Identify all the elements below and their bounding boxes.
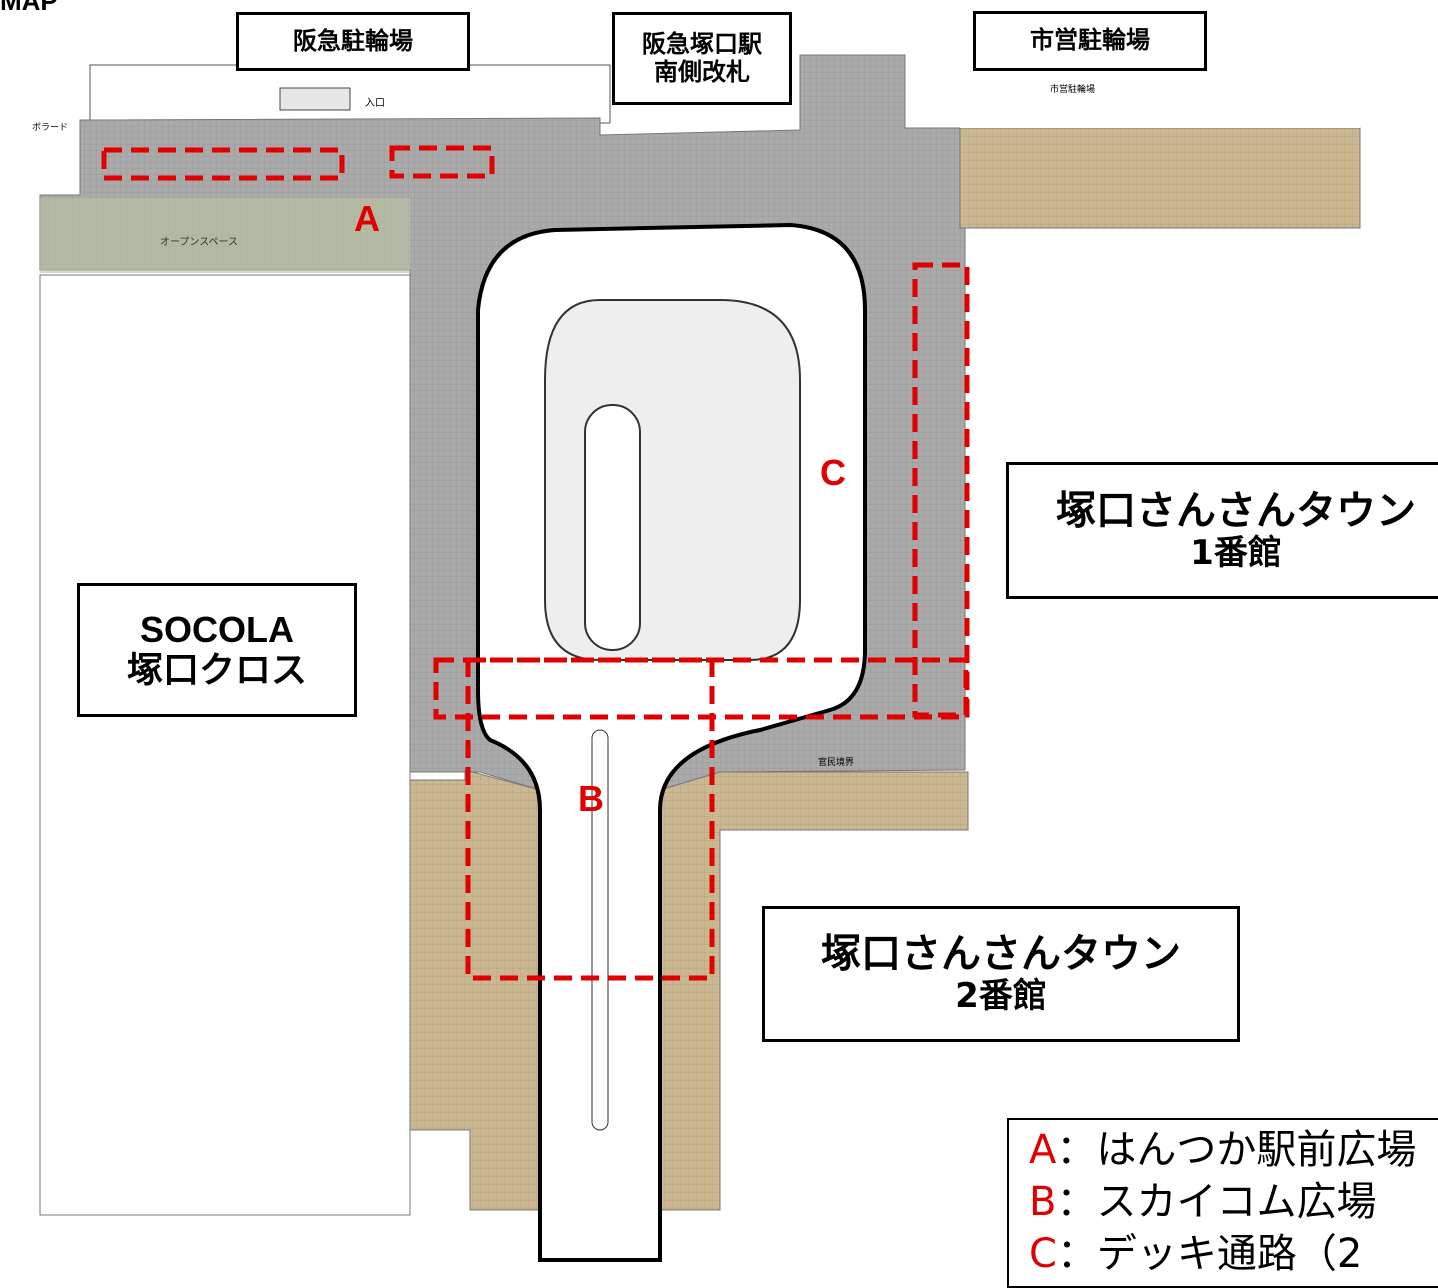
city-parking-building — [960, 62, 1360, 128]
zone-a-letter: A — [354, 198, 380, 239]
zone-c-outline-horizontal — [433, 657, 969, 720]
entrance-small-label: 入口 — [365, 98, 385, 109]
legend-row-b: B：スカイコム広場 — [1029, 1176, 1438, 1228]
station-exit-line1: 阪急塚口駅 — [642, 29, 762, 58]
east-planting-strip — [959, 127, 1361, 229]
legend-text-b: ：スカイコム広場 — [1056, 1179, 1377, 1225]
sansan1-line1: 塚口さんさんタウン — [1056, 487, 1416, 534]
legend-key-b: B — [1029, 1179, 1057, 1225]
city-parking-text: 市営駐輪場 — [1030, 26, 1150, 55]
sansan1-label: 塚口さんさんタウン 1番館 — [1006, 462, 1438, 599]
legend-row-a: A：はんつか駅前広場 — [1029, 1124, 1438, 1176]
legend-key-c: C — [1029, 1231, 1057, 1277]
legend-text-a: ：はんつか駅前広場 — [1056, 1127, 1417, 1173]
sansan1-line2: 1番館 — [1190, 532, 1282, 573]
zone-c-letter: C — [820, 452, 846, 493]
sansan2-line1: 塚口さんさんタウン — [821, 931, 1181, 978]
map-corner-label: MAP — [0, 0, 58, 16]
hankyu-parking-label: 阪急駐輪場 — [236, 12, 470, 71]
socola-label: SOCOLA 塚口クロス — [77, 583, 357, 717]
socola-line1: SOCOLA — [139, 608, 294, 650]
legend-text-c: ：デッキ通路（2 — [1056, 1231, 1363, 1277]
legend-row-c: C：デッキ通路（2 — [1029, 1228, 1438, 1280]
south-walkway-paving-right — [659, 771, 969, 1211]
city-parking-small-label: 市営駐輪場 — [1050, 83, 1095, 95]
bollard-small-label: ボラード — [32, 122, 68, 133]
median-strip — [591, 729, 609, 1131]
zone-legend: A：はんつか駅前広場 B：スカイコム広場 C：デッキ通路（2 — [1007, 1118, 1438, 1288]
socola-building — [39, 274, 411, 1216]
zone-b-letter: B — [578, 778, 604, 819]
bus-loop-island — [544, 299, 801, 661]
boundary-small-label: 官民境界 — [818, 756, 854, 768]
legend-key-a: A — [1029, 1127, 1057, 1173]
sansan2-label: 塚口さんさんタウン 2番館 — [762, 906, 1240, 1042]
central-platform — [584, 404, 641, 651]
zone-a-outline-2 — [389, 145, 495, 179]
zone-a-outline-1 — [101, 147, 345, 181]
open-space-small-label: オープンスペース — [160, 236, 238, 248]
hankyu-parking-text: 阪急駐輪場 — [293, 26, 413, 55]
open-space-planting — [40, 198, 410, 273]
zone-b-outline — [465, 657, 715, 981]
entrance-block — [279, 87, 351, 111]
socola-line2: 塚口クロス — [126, 650, 307, 691]
station-exit-line2: 南側改札 — [654, 57, 750, 86]
sansan2-line2: 2番館 — [955, 976, 1047, 1017]
station-exit-label: 阪急塚口駅 南側改札 — [612, 12, 792, 105]
city-parking-label: 市営駐輪場 — [973, 11, 1207, 71]
